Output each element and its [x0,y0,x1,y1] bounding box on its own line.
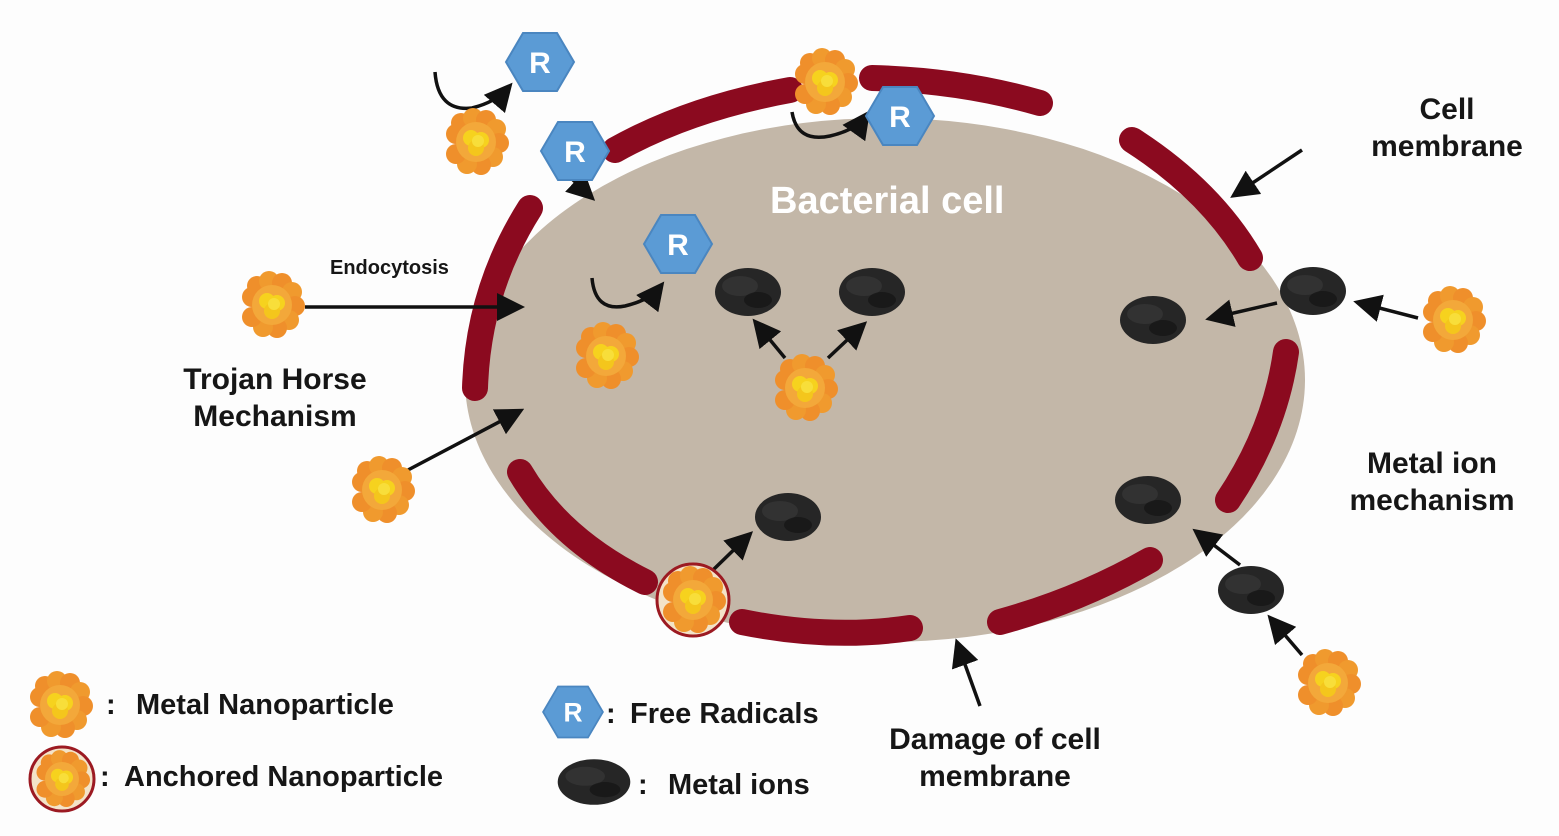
legend-separator: : [638,769,648,801]
anchored-nanoparticle [655,562,731,638]
legend-metal-nanoparticle-label: Metal Nanoparticle [136,689,394,721]
arrow [1192,528,1242,567]
membrane-segment [1119,127,1263,271]
metal-ion [839,268,905,316]
arrow [1205,299,1278,327]
metal-ion [1280,267,1346,315]
legend-metal-nanoparticle-icon [30,671,93,738]
cell-membrane [462,65,1299,646]
diagram-title: Bacterial cell [770,180,1005,222]
arrows [305,71,1419,707]
metal-nanoparticle [1298,649,1361,716]
metal-ion-mechanism-label: Metal ion mechanism [1349,447,1515,517]
metal-ion [1120,296,1186,344]
metal-ion [1218,566,1284,614]
membrane-segment [507,459,658,595]
metal-ion [1115,476,1181,524]
legend-separator: : [100,761,110,793]
legend-metal-ions-label: Metal ions [668,769,810,801]
trojan-horse-label: Trojan Horse Mechanism [183,363,367,433]
arrow [752,318,787,360]
membrane-segment [602,77,803,163]
legend-anchored-nanoparticle-label: Anchored Nanoparticle [124,761,444,793]
arrow [407,408,525,472]
membrane-segment [1215,339,1299,513]
free-radical [540,121,610,181]
legend-metal-ion-icon [557,759,631,805]
legend-free-radical-icon [542,685,604,739]
metal-ion [755,493,821,541]
curved-arrow [790,110,871,142]
curved-arrow [590,277,665,313]
arrow [1353,294,1419,322]
arrow [1267,614,1304,657]
metal-nanoparticle [1423,286,1486,353]
metal-nanoparticle [446,108,509,175]
legend-anchored-nanoparticle-icon [28,745,96,813]
metal-ion [715,268,781,316]
metal-nanoparticle [795,48,858,115]
free-radical [505,32,575,92]
cell-membrane-label: Cell membrane [1371,93,1523,163]
legend-free-radicals-label: Free Radicals [630,698,819,730]
legend-separator: : [606,698,616,730]
endocytosis-label: Endocytosis [330,257,449,279]
arrow [951,638,982,707]
legend-separator: : [106,689,116,721]
arrow [1230,148,1303,198]
metal-nanoparticle [352,456,415,523]
membrane-segment [987,547,1163,635]
curved-arrow [433,71,513,114]
metal-nanoparticle [242,271,305,338]
arrow [826,321,868,360]
arrow [711,531,754,572]
membrane-segment [859,65,1053,116]
membrane-segment [729,609,923,646]
membrane-segment [462,195,543,401]
damage-label: Damage of cell membrane [889,723,1101,793]
